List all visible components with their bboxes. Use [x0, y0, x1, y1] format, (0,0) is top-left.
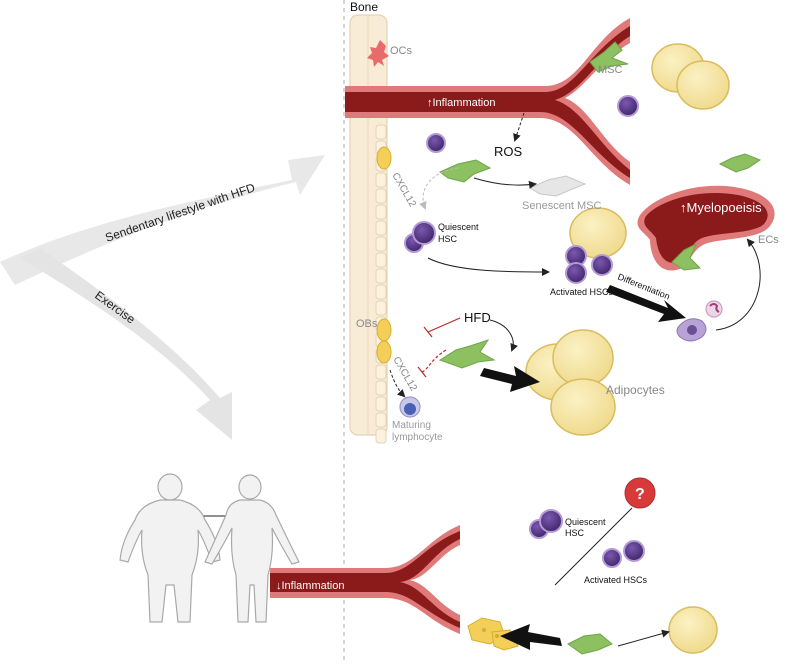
hsc	[426, 133, 446, 153]
quiescent-hsc-bottom-label-1: Quiescent	[565, 517, 606, 527]
activation-arrow	[427, 257, 550, 276]
bottom-blood-vessel	[270, 525, 460, 634]
msc-cells	[438, 41, 762, 655]
bone-lining-cells	[375, 124, 392, 444]
senescent-msc-label: Senescent MSC	[522, 200, 602, 212]
hsc	[602, 548, 622, 568]
quiescent-hsc-label-2: HSC	[438, 234, 458, 244]
sedentary-label: Sendentary lifestyle with HFD	[103, 180, 257, 245]
adipocytes-label: Adipocytes	[606, 383, 665, 397]
quiescent-hsc-label-1: Quiescent	[438, 222, 479, 232]
senescence-arrow	[473, 177, 537, 189]
maturing-lymphocyte-label-1: Maturing	[392, 420, 431, 431]
differentiation-arrow	[606, 285, 686, 322]
osteoclast-icon	[367, 40, 389, 67]
myelopoiesis-arrow	[715, 238, 761, 331]
hsc	[412, 221, 436, 245]
myelopoiesis-label: ↑Myelopoeisis	[680, 200, 762, 215]
msc-hfd	[438, 339, 496, 369]
question-mark: ?	[635, 486, 645, 503]
bone-lining-cell	[375, 380, 387, 396]
human-figures	[119, 473, 300, 623]
top-blood-vessel	[345, 18, 630, 185]
hsc	[623, 540, 645, 562]
bone-label: Bone	[350, 0, 378, 14]
bone-lining-cell	[375, 428, 387, 444]
msc-ros	[439, 159, 492, 183]
quiescent-hsc-bottom-label-2: HSC	[565, 528, 585, 538]
cxcl12-top-arrow	[419, 167, 459, 210]
maturing-lymphocyte-label-2: lymphocyte	[392, 432, 443, 443]
hsc	[565, 262, 587, 284]
bone-lining-cell	[375, 188, 387, 204]
maturing-lymphocyte-icon	[399, 396, 421, 418]
bone-lining-cell	[375, 412, 387, 428]
fit-figure	[204, 474, 300, 623]
bone-lining-cell	[375, 364, 387, 380]
msc-organ-bottom	[671, 242, 702, 271]
hfd-label: HFD	[464, 310, 491, 325]
inflammation-up-label: ↑Inflammation	[427, 97, 495, 109]
bottom-fat-arrow	[617, 629, 670, 647]
sedentary-arrow	[0, 155, 325, 285]
senescent-msc-icon	[528, 175, 587, 197]
activated-hscs-label: Activated HSCs	[550, 287, 614, 297]
ecs-label: ECs	[758, 234, 779, 246]
question-line	[554, 507, 633, 586]
exercise-arrow	[20, 248, 232, 440]
bone-lining-cell	[375, 236, 387, 252]
activated-hscs-bottom-label: Activated HSCs	[584, 575, 648, 585]
adipocyte	[668, 606, 718, 654]
adipogenesis-arrow	[480, 366, 540, 392]
osteoblast	[376, 318, 392, 342]
osteoblast	[376, 340, 392, 364]
bone-lining-cell	[375, 300, 387, 316]
hsc	[539, 509, 563, 533]
cxcl12-bottom-label: CXCL12	[390, 355, 419, 394]
bone-lining-cell	[375, 204, 387, 220]
ros-label: ROS	[494, 144, 523, 159]
obs-label: OBs	[356, 318, 378, 330]
bone-lining-cell	[375, 396, 387, 412]
inflammation-down-label: ↓Inflammation	[276, 580, 344, 592]
msc-top	[589, 41, 629, 73]
msc-organ-top	[718, 153, 762, 173]
msc-bottom	[567, 633, 613, 655]
adipocyte	[676, 60, 730, 110]
hsc	[617, 95, 639, 117]
adipocyte	[550, 378, 616, 436]
inhibition-lines	[417, 317, 461, 378]
thin-arrows	[188, 112, 761, 647]
bone-lining-cell	[375, 220, 387, 236]
osteogenesis-arrow	[500, 624, 562, 650]
cxcl12-top-label: CXCL12	[389, 171, 418, 210]
bone-lining-cell	[375, 284, 387, 300]
obese-figure	[119, 473, 221, 623]
bone-lining-cell	[375, 252, 387, 268]
bone-lining-cell	[375, 124, 387, 140]
thick-arrows	[480, 285, 686, 650]
ocs-label: OCs	[390, 45, 413, 57]
adipocytes	[525, 43, 730, 654]
hsc-cells	[404, 95, 645, 568]
adipocyte	[552, 329, 614, 387]
myelopoiesis-organ	[637, 185, 775, 271]
msc-label: MSC	[598, 64, 623, 76]
myeloid-cells	[676, 300, 723, 342]
osteoblast	[376, 146, 392, 170]
bone-lining-cell	[375, 268, 387, 284]
question-badge	[624, 477, 656, 509]
bone-lining-cell	[375, 172, 387, 188]
hsc	[591, 254, 613, 276]
hfd-adipocyte-arrow	[489, 319, 518, 352]
